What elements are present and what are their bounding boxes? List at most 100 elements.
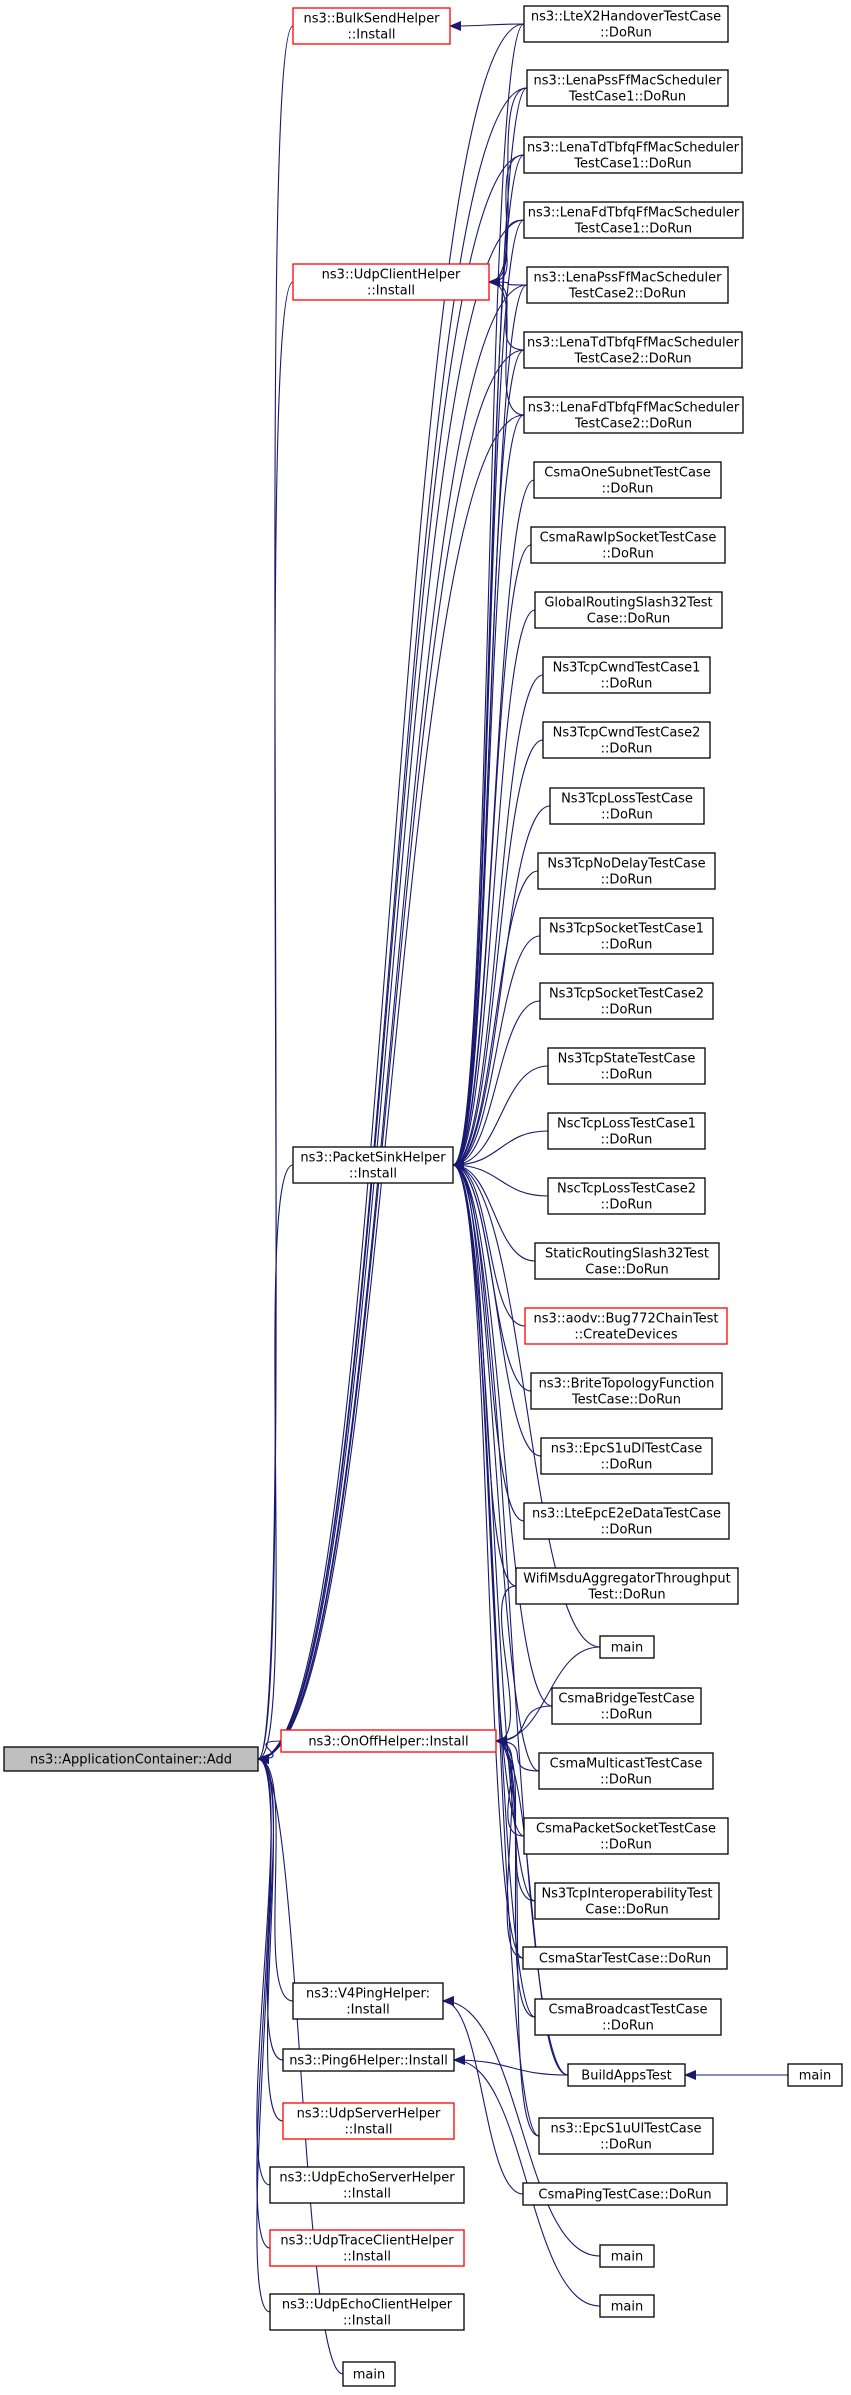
node-csmastar[interactable]: CsmaStarTestCase::DoRun — [522, 1946, 728, 1970]
node-udptraceclient[interactable]: ns3::UdpTraceClientHelper::Install — [269, 2229, 465, 2267]
node-main_b2[interactable]: main — [599, 2294, 655, 2318]
node-box — [530, 526, 726, 564]
node-label: ns3::Ping6Helper::Install — [289, 2054, 448, 2069]
node-box — [292, 1982, 444, 2020]
node-label: Ns3TcpStateTestCase — [558, 1052, 696, 1067]
edge-packetsink-to-root — [257, 1164, 294, 1764]
node-label: ::DoRun — [600, 1773, 652, 1788]
node-packetsink[interactable]: ns3::PacketSinkHelper::Install — [292, 1146, 454, 1184]
node-box — [282, 2102, 455, 2140]
node-box — [269, 2229, 465, 2267]
node-label: ::DoRun — [601, 742, 653, 757]
node-main_mid[interactable]: main — [599, 1635, 655, 1659]
node-csmaping[interactable]: CsmaPingTestCase::DoRun — [522, 2182, 728, 2206]
node-label: ns3::UdpClientHelper — [322, 268, 461, 283]
node-csmapacketsocket[interactable]: CsmaPacketSocketTestCase::DoRun — [523, 1817, 729, 1855]
edge-globalrouting-to-packetsink — [452, 609, 536, 1170]
node-box — [282, 2048, 455, 2072]
node-label: ::Install — [367, 284, 415, 299]
node-lenatdtbfq1[interactable]: ns3::LenaTdTbfqFfMacSchedulerTestCase1::… — [523, 136, 743, 174]
node-label: ::DoRun — [601, 1003, 653, 1018]
node-box — [540, 1437, 713, 1475]
node-box — [342, 2361, 396, 2387]
node-csmabroadcast[interactable]: CsmaBroadcastTestCase::DoRun — [534, 1998, 722, 2036]
node-label: ns3::ApplicationContainer::Add — [30, 1753, 232, 1768]
node-tcpcwnd2[interactable]: Ns3TcpCwndTestCase2::DoRun — [542, 721, 711, 759]
node-tcpstate[interactable]: Ns3TcpStateTestCase::DoRun — [547, 1047, 706, 1085]
node-udpechoserver[interactable]: ns3::UdpEchoServerHelper::Install — [269, 2166, 465, 2204]
node-tcpsocket2[interactable]: Ns3TcpSocketTestCase2::DoRun — [539, 982, 714, 1020]
node-label: ns3::LenaFdTbfqFfMacScheduler — [528, 206, 740, 221]
node-csmabridge[interactable]: CsmaBridgeTestCase::DoRun — [551, 1687, 702, 1725]
node-lteepce2e[interactable]: ns3::LteEpcE2eDataTestCase::DoRun — [523, 1502, 730, 1540]
node-aodvbug[interactable]: ns3::aodv::Bug772ChainTest::CreateDevice… — [524, 1307, 728, 1345]
node-csmarawip[interactable]: CsmaRawIpSocketTestCase::DoRun — [530, 526, 726, 564]
edge-lenatdtbfq2-to-root — [257, 349, 525, 1764]
node-ping6[interactable]: ns3::Ping6Helper::Install — [282, 2048, 455, 2072]
edge-csmastar-to-packetsink — [452, 1160, 524, 1959]
node-lenafdtbfq2[interactable]: ns3::LenaFdTbfqFfMacSchedulerTestCase2::… — [523, 396, 744, 434]
node-tcpsocket1[interactable]: Ns3TcpSocketTestCase1::DoRun — [539, 917, 714, 955]
node-label: ::DoRun — [602, 547, 654, 562]
node-nsctcploss1[interactable]: NscTcpLossTestCase1::DoRun — [547, 1112, 706, 1150]
node-box — [269, 2293, 465, 2331]
node-epcs1uul[interactable]: ns3::EpcS1uUlTestCase::DoRun — [538, 2117, 714, 2155]
node-label: :Install — [346, 2003, 390, 2018]
node-box — [599, 2244, 655, 2268]
node-lenapss1[interactable]: ns3::LenaPssFfMacSchedulerTestCase1::DoR… — [526, 69, 729, 107]
node-udpserver[interactable]: ns3::UdpServerHelper::Install — [282, 2102, 455, 2140]
node-main_left[interactable]: main — [342, 2361, 396, 2387]
node-main_right[interactable]: main — [787, 2063, 843, 2087]
node-label: TestCase2::DoRun — [574, 417, 692, 432]
node-buildapps[interactable]: BuildAppsTest — [567, 2063, 686, 2087]
node-main_b1[interactable]: main — [599, 2244, 655, 2268]
node-lenapss2[interactable]: ns3::LenaPssFfMacSchedulerTestCase2::DoR… — [526, 266, 729, 304]
node-v4ping[interactable]: ns3::V4PingHelper::Install — [292, 1982, 444, 2020]
node-label: ns3::BulkSendHelper — [303, 12, 440, 27]
edge-lenafdtbfq2-to-root — [257, 414, 525, 1764]
node-udpechoclient[interactable]: ns3::UdpEchoClientHelper::Install — [269, 2293, 465, 2331]
node-label: ::Install — [348, 28, 396, 43]
node-label: ns3::EpcS1uDlTestCase — [551, 1442, 702, 1457]
node-box — [523, 201, 744, 239]
edge-main_mid-to-packetsink — [452, 1160, 601, 1648]
node-root[interactable]: ns3::ApplicationContainer::Add — [3, 1746, 259, 1772]
node-box — [530, 1372, 723, 1410]
node-label: ns3::PacketSinkHelper — [300, 1151, 446, 1166]
edge-lenapss1-to-root — [257, 87, 528, 1764]
edge-tcploss-to-packetsink — [452, 805, 551, 1170]
node-onoff[interactable]: ns3::OnOffHelper::Install — [280, 1729, 497, 1753]
node-udpclient[interactable]: ns3::UdpClientHelper::Install — [292, 263, 490, 301]
node-tcploss[interactable]: Ns3TcpLossTestCase::DoRun — [549, 787, 705, 825]
node-lenatdtbfq2[interactable]: ns3::LenaTdTbfqFfMacSchedulerTestCase2::… — [523, 331, 743, 369]
node-label: ns3::UdpTraceClientHelper — [280, 2234, 454, 2249]
node-label: ::DoRun — [601, 677, 653, 692]
node-label: ::DoRun — [601, 808, 653, 823]
node-label: main — [353, 2368, 385, 2383]
node-csmamulticast[interactable]: CsmaMulticastTestCase::DoRun — [538, 1752, 714, 1790]
node-tcpnodelay[interactable]: Ns3TcpNoDelayTestCase::DoRun — [537, 852, 716, 890]
node-epcs1udl[interactable]: ns3::EpcS1uDlTestCase::DoRun — [540, 1437, 713, 1475]
edge-ltex2-to-root — [257, 23, 525, 1764]
node-label: ns3::LenaTdTbfqFfMacScheduler — [527, 336, 740, 351]
node-tcpcwnd1[interactable]: Ns3TcpCwndTestCase1::DoRun — [542, 656, 711, 694]
node-label: NscTcpLossTestCase1 — [557, 1117, 696, 1132]
node-lenafdtbfq1[interactable]: ns3::LenaFdTbfqFfMacSchedulerTestCase1::… — [523, 201, 744, 239]
node-bulksend[interactable]: ns3::BulkSendHelper::Install — [292, 7, 451, 45]
node-label: ::Install — [343, 2187, 391, 2202]
node-label: GlobalRoutingSlash32Test — [544, 596, 712, 611]
edge-tcpstate-to-packetsink — [452, 1065, 549, 1170]
edge-lteepce2e-to-packetsink — [452, 1160, 525, 1522]
node-box — [547, 1112, 706, 1150]
edge-epcs1uul-to-onoff — [495, 1736, 540, 2137]
node-label: ns3::LteEpcE2eDataTestCase — [532, 1507, 721, 1522]
node-nsctcploss2[interactable]: NscTcpLossTestCase2::DoRun — [547, 1177, 706, 1215]
node-csmaonesubnet[interactable]: CsmaOneSubnetTestCase::DoRun — [533, 461, 722, 499]
node-brite[interactable]: ns3::BriteTopologyFunctionTestCase::DoRu… — [530, 1372, 723, 1410]
edge-main_b1-to-v4ping — [442, 1996, 601, 2257]
node-ltex2[interactable]: ns3::LteX2HandoverTestCase::DoRun — [523, 5, 729, 43]
